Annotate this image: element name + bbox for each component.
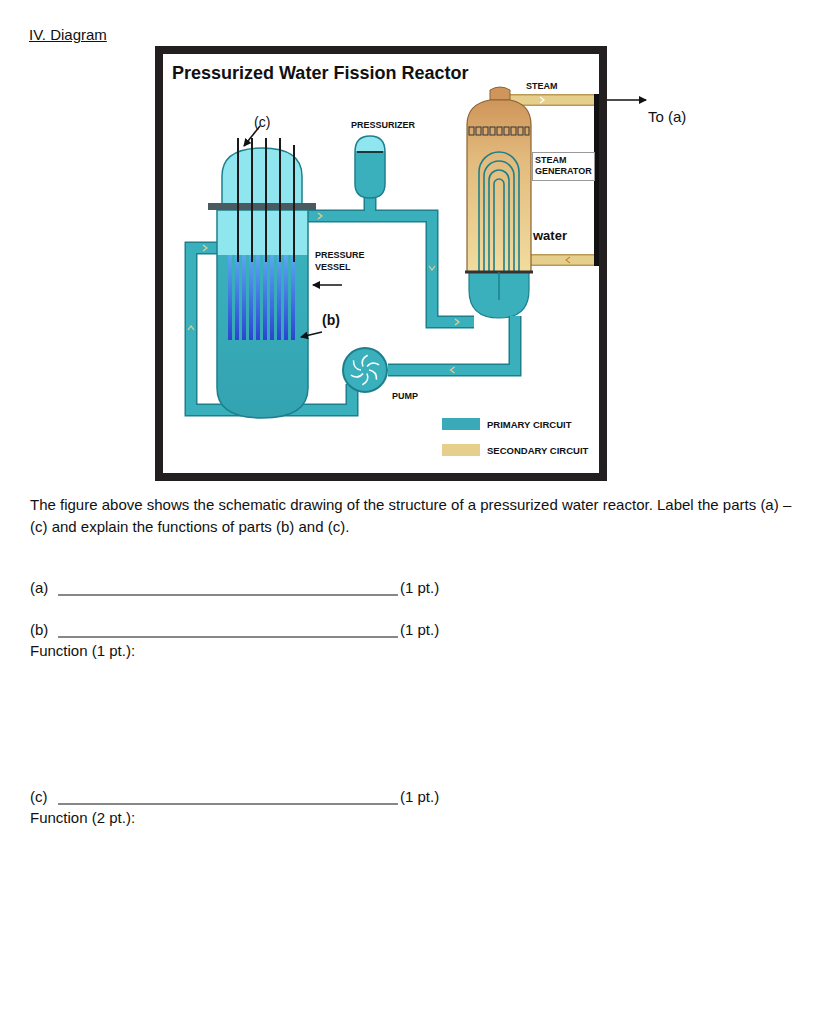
- node-heading: STEAM GENERATOR: [532, 152, 595, 181]
- pump-symbol: [340, 345, 390, 395]
- legend-swatch: [442, 444, 480, 456]
- node-heading: PUMP: [392, 391, 418, 401]
- section-title: IV. Diagram: [29, 26, 107, 43]
- node-heading: PRESSURIZER: [351, 120, 415, 130]
- node-heading: Pressurized Water Fission Reactor: [172, 63, 468, 84]
- pump: PUMP: [340, 345, 390, 395]
- legend-swatch: [442, 418, 480, 430]
- legend-text: SECONDARY CIRCUIT: [487, 445, 588, 456]
- diagram-frame: Pressurized Water Fission ReactorPRESSUR…: [155, 46, 607, 481]
- question-text: The figure above shows the schematic dra…: [30, 494, 805, 538]
- callout-label: (c): [254, 114, 270, 130]
- callout-label: (b): [322, 312, 340, 328]
- steam-generator: STEAM GENERATOR: [463, 98, 596, 320]
- function-prompt: Function (2 pt.):: [30, 809, 135, 826]
- legend-text: PRIMARY CIRCUIT: [487, 419, 571, 430]
- answer-label: (a): [30, 579, 48, 596]
- function-prompt: Function (1 pt.):: [30, 642, 135, 659]
- points-label: (1 pt.): [400, 788, 439, 805]
- primary-pipe: [388, 316, 515, 373]
- stream-label: STEAM: [526, 81, 558, 91]
- pressurizer: PRESSURIZER: [340, 118, 410, 205]
- points-label: (1 pt.): [400, 621, 439, 638]
- callout-label: To (a): [648, 108, 686, 125]
- part-label: PRESSURE VESSEL: [315, 250, 365, 273]
- answer-label: (b): [30, 621, 48, 638]
- points-label: (1 pt.): [400, 579, 439, 596]
- answer-label: (c): [30, 788, 48, 805]
- stream-label: water: [533, 228, 567, 243]
